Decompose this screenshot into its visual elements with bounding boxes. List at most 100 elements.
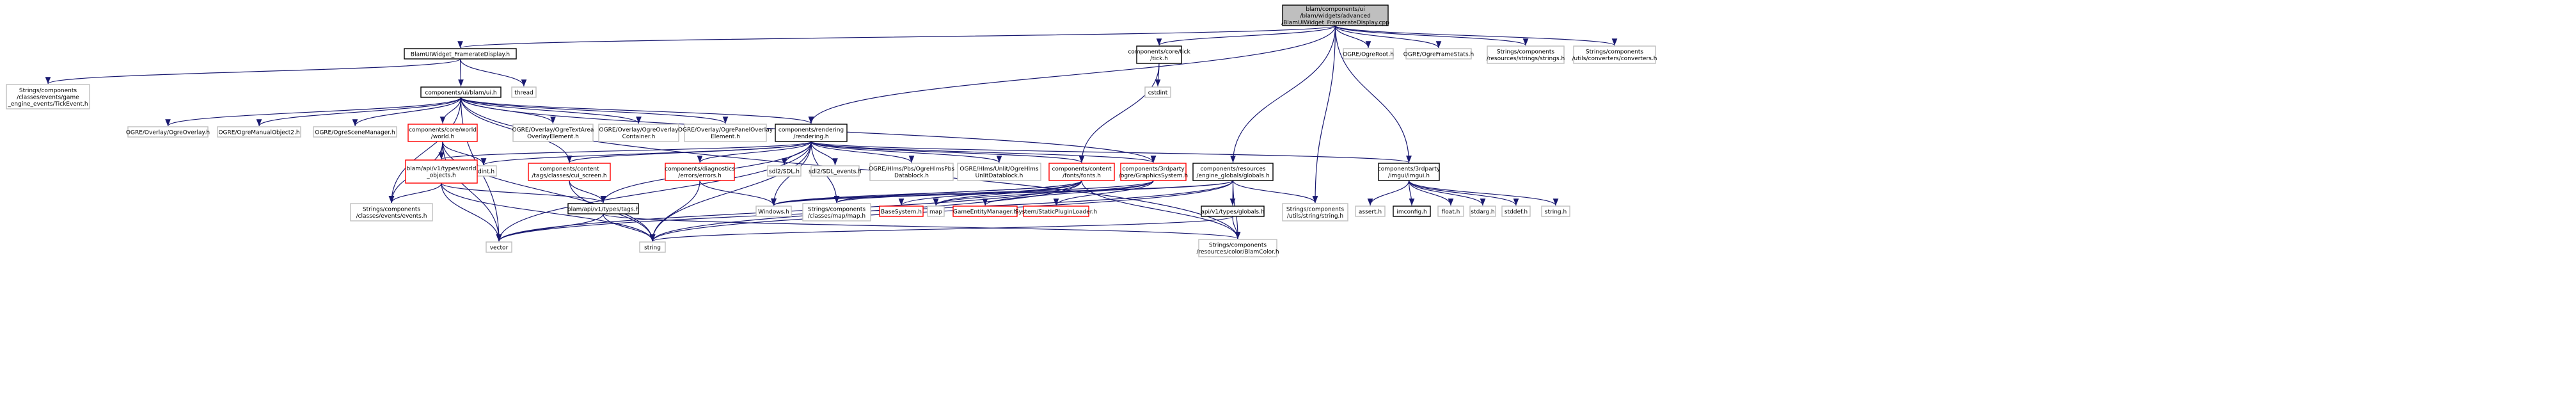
node-vector[interactable]: vector (486, 241, 512, 253)
node-asserth[interactable]: assert.h (1355, 206, 1386, 217)
node-globals[interactable]: components/resources/engine_globals/glob… (1192, 163, 1274, 181)
node-sdlevents[interactable]: sdl2/SDL_events.h (809, 165, 862, 177)
node-ogreroot[interactable]: OGRE/OgreRoot.h (1343, 48, 1394, 60)
node-box (127, 126, 209, 138)
node-ogrescenemanager[interactable]: OGRE/OgreSceneManager.h (313, 126, 397, 138)
node-blamcolor[interactable]: Strings/components/resources/color/BlamC… (1196, 239, 1279, 257)
node-tickevent[interactable]: Strings/components/classes/events/game_e… (6, 84, 90, 109)
edge-worldobjects-to-vector (441, 182, 502, 242)
edge-imguih-to-stdargh (1408, 180, 1486, 206)
node-box (511, 86, 537, 98)
node-sdl2[interactable]: sdl2/SDL.h (767, 165, 802, 177)
node-staticplugin[interactable]: System/StaticPluginLoader.h (1015, 206, 1097, 217)
node-label-line: sdl2/SDL_events.h (809, 168, 862, 175)
node-windows[interactable]: Windows.h (755, 206, 792, 217)
node-label-line: sdl2/SDL.h (769, 168, 800, 175)
node-maph[interactable]: Strings/components/classes/map/map.h (802, 203, 871, 222)
node-label-line: /classes/map/map.h (808, 213, 865, 220)
node-gameentity[interactable]: GameEntityManager.h (952, 206, 1018, 217)
node-events[interactable]: Strings/components/classes/events/events… (350, 203, 433, 222)
node-label-line: OGRE/Overlay/OgreTextArea (512, 127, 594, 134)
node-basesystem[interactable]: BaseSystem.h (879, 206, 924, 217)
node-stringutil[interactable]: Strings/components/utils/string/string.h (1282, 203, 1348, 222)
edge-uih-to-panelelement (460, 97, 729, 124)
edge-tagsh-to-blamcolor (603, 213, 1240, 239)
node-label-line: OGRE/Overlay/OgreOverlay (599, 127, 679, 134)
node-stdargh[interactable]: stdarg.h (1469, 206, 1496, 217)
node-label-line: /tick.h (1150, 56, 1168, 62)
node-string[interactable]: string (639, 241, 666, 253)
node-box (775, 124, 848, 142)
node-label-line: Strings/components (19, 88, 77, 94)
edge-worldobjects-to-events (388, 182, 442, 204)
node-box (1393, 206, 1431, 217)
edge-tick-to-fontsh (1079, 63, 1160, 163)
edge-apiglobals-to-string (650, 216, 1233, 242)
edge-worldobjects-to-tagsh (441, 182, 606, 204)
node-stringh[interactable]: string.h (1541, 206, 1570, 217)
node-label-line: /classes/events/events.h (356, 213, 427, 220)
node-label-line: stdarg.h (1471, 209, 1494, 215)
node-label-line: BaseSystem.h (881, 209, 922, 215)
node-stddefh[interactable]: stddef.h (1501, 206, 1531, 217)
node-label-line: /ogre/GraphicsSystem.h (1119, 173, 1188, 179)
node-ogreoverlay[interactable]: OGRE/Overlay/OgreOverlay.h (126, 126, 210, 138)
node-textarea[interactable]: OGRE/Overlay/OgreTextAreaOverlayElement.… (512, 124, 594, 142)
node-box (1469, 206, 1496, 217)
node-graphicssystem[interactable]: components/3rdparty/ogre/GraphicsSystem.… (1119, 163, 1188, 181)
node-label-line: BlamUIWidget_FramerateDisplay.h (411, 51, 510, 58)
node-box (1023, 206, 1089, 217)
node-label-line: OGRE/Hlms/Pbs/OgreHlmsPbs (869, 166, 954, 173)
node-thread[interactable]: thread (511, 86, 537, 98)
node-label-line: OGRE/OgreFrameStats.h (1403, 51, 1474, 58)
node-imconfig[interactable]: imconfig.h (1393, 206, 1431, 217)
node-fdh[interactable]: BlamUIWidget_FramerateDisplay.h (404, 48, 517, 60)
node-label-line: cstdint (1148, 90, 1168, 96)
node-fontsh[interactable]: components/content/fonts/fonts.h (1048, 163, 1115, 181)
node-label-line: /tags/classes/cui_screen.h (532, 173, 606, 179)
node-map[interactable]: map (927, 206, 945, 217)
edge-globals-to-stringutil (1232, 180, 1318, 204)
node-ogreframestats[interactable]: OGRE/OgreFrameStats.h (1403, 48, 1474, 60)
node-label-line: components/core/tick (1128, 49, 1190, 56)
edge-root-to-globals (1230, 25, 1336, 163)
node-strings_strings[interactable]: Strings/components/resources/strings/str… (1487, 45, 1565, 64)
node-errorsh[interactable]: components/diagnostics/errors/errors.h (665, 163, 735, 181)
node-label-line: /engine_globals/globals.h (1196, 173, 1269, 179)
node-tick[interactable]: components/core/tick/tick.h (1128, 45, 1190, 64)
node-label-line: /imgui/imgui.h (1388, 173, 1430, 179)
node-apiglobals[interactable]: api/v1/types/globals.h (1201, 206, 1265, 217)
node-label-line: OGRE/Overlay/OgreOverlay.h (126, 129, 210, 136)
node-floath[interactable]: float.h (1437, 206, 1464, 217)
node-uih[interactable]: components/ui/blam/ui.h (420, 86, 502, 98)
node-cstdint[interactable]: cstdint (1144, 86, 1171, 98)
edge-imguih-to-floath (1408, 180, 1454, 206)
node-label-line: /fonts/fonts.h (1063, 173, 1101, 179)
node-curscreen[interactable]: components/content/tags/classes/cui_scre… (528, 163, 611, 181)
node-tagsh[interactable]: blam/api/v1/types/tags.h (567, 203, 639, 214)
node-box (957, 163, 1041, 181)
node-label-line: System/StaticPluginLoader.h (1015, 209, 1097, 215)
edge-root-to-tick (1156, 25, 1336, 46)
node-label-line: components/diagnostics (665, 166, 735, 173)
edge-curscreen-to-tagsh (569, 180, 606, 204)
node-box (1437, 206, 1464, 217)
edge-root-to-ogreframestats (1334, 25, 1442, 49)
edge-imguih-to-stddefh (1408, 180, 1519, 206)
node-converters[interactable]: Strings/components/utils/converters/conv… (1572, 45, 1657, 64)
node-worldh[interactable]: components/core/world/world.h (407, 124, 478, 142)
node-renderingh[interactable]: components/rendering/rendering.h (775, 124, 848, 142)
node-worldobjects[interactable]: blam/api/v1/types/world_objects.h (405, 159, 478, 184)
node-label-line: components/content (539, 166, 599, 173)
node-ogremanualobject[interactable]: OGRE/OgreManualObject2.h (217, 126, 301, 138)
node-box (350, 203, 433, 222)
node-label-line: UnlitDatablock.h (976, 173, 1023, 179)
node-box (1501, 206, 1531, 217)
node-imguih[interactable]: components/3rdparty/imgui/imgui.h (1378, 163, 1441, 181)
node-root[interactable]: blam/components/ui/blam/widgets/advanced… (1281, 4, 1389, 26)
node-label-line: stddef.h (1505, 209, 1528, 215)
